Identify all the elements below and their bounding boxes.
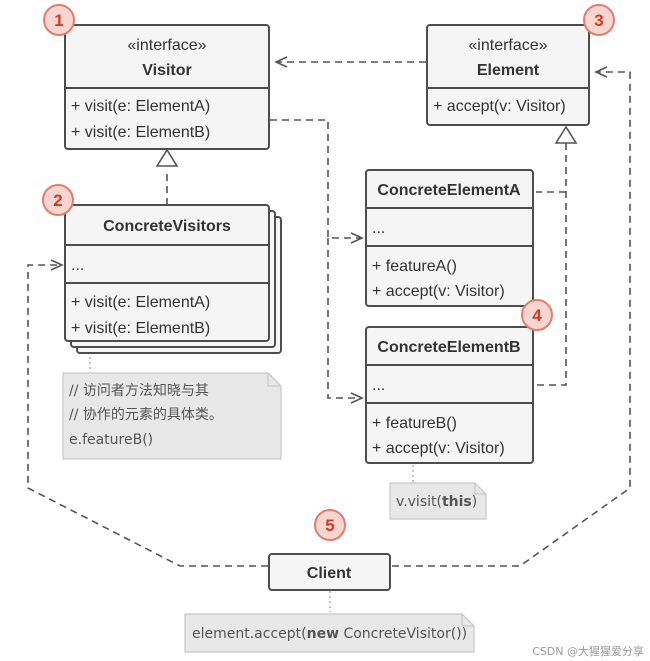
- badge-2-label: 2: [53, 191, 62, 210]
- visitor-realization-triangle: [155, 148, 179, 167]
- element-b-note-suffix: ): [472, 494, 477, 510]
- client-to-element-arrow: [392, 66, 631, 567]
- concrete-visitors-method-1: + visit(e: ElementA): [71, 294, 210, 311]
- badge-3: 3: [583, 4, 615, 36]
- concrete-visitors-name: ConcreteVisitors: [103, 218, 231, 235]
- visitor-to-element-a-arrow: [270, 119, 364, 244]
- badge-3-label: 3: [594, 11, 603, 30]
- element-b-note-prefix: v.visit(: [396, 494, 442, 510]
- client-box: Client: [268, 553, 391, 591]
- client-note: element.accept(new ConcreteVisitor()): [184, 613, 475, 653]
- concrete-element-b-fields: ...: [372, 377, 385, 394]
- concrete-element-a-name: ConcreteElementA: [377, 182, 521, 199]
- client-to-visitors-arrow: [27, 259, 268, 567]
- badge-1-label: 1: [54, 11, 63, 30]
- concrete-element-b-box: ConcreteElementB ... + featureB() + acce…: [365, 326, 534, 464]
- visitor-note-line-1: // 访问者方法知晓与其: [69, 382, 209, 399]
- concrete-element-a-method-2: + accept(v: Visitor): [372, 283, 505, 300]
- visitor-method-2: + visit(e: ElementB): [71, 124, 210, 141]
- concrete-element-a-fields: ...: [372, 220, 385, 237]
- connectors: [27, 56, 631, 567]
- concrete-element-b-method-1: + featureB(): [372, 415, 457, 432]
- concrete-visitors-box: ConcreteVisitors ... + visit(e: ElementA…: [64, 204, 282, 354]
- visitor-note-line-2: // 协作的元素的具体类。: [69, 407, 223, 423]
- badge-2: 2: [42, 184, 74, 216]
- badge-4-label: 4: [532, 306, 542, 325]
- element-b-note: v.visit(this): [389, 482, 487, 520]
- badge-5: 5: [314, 509, 346, 541]
- element-method-1: + accept(v: Visitor): [433, 98, 566, 115]
- element-realization-triangle: [554, 125, 578, 144]
- visitor-method-1: + visit(e: ElementA): [71, 98, 210, 115]
- badge-1: 1: [43, 4, 75, 36]
- client-note-text: element.accept(new ConcreteVisitor()): [192, 626, 467, 642]
- element-b-note-text: v.visit(this): [396, 494, 477, 510]
- badge-4: 4: [521, 299, 553, 331]
- client-name: Client: [307, 565, 352, 582]
- element-b-note-bold: this: [442, 494, 472, 510]
- client-note-prefix: element.accept(: [192, 626, 307, 642]
- concrete-element-b-method-2: + accept(v: Visitor): [372, 440, 505, 457]
- concrete-visitors-fields: ...: [71, 257, 84, 274]
- visitor-stereotype: «interface»: [127, 37, 206, 54]
- visitor-name: Visitor: [142, 62, 192, 79]
- element-realization-line: [536, 143, 567, 386]
- visitor-note: // 访问者方法知晓与其 // 协作的元素的具体类。 e.featureB(): [62, 372, 282, 460]
- visitor-to-element-b-arrow: [327, 238, 364, 404]
- visitor-note-line-3: e.featureB(): [69, 432, 153, 448]
- watermark: CSDN @大猩猩爱分享: [532, 644, 644, 658]
- client-note-suffix: ConcreteVisitor()): [339, 626, 467, 642]
- client-note-bold: new: [307, 626, 339, 642]
- concrete-element-b-name: ConcreteElementB: [377, 339, 520, 356]
- element-interface-box: «interface» Element + accept(v: Visitor): [426, 24, 590, 126]
- concrete-element-a-box: ConcreteElementA ... + featureA() + acce…: [365, 169, 534, 307]
- concrete-element-a-method-1: + featureA(): [372, 258, 457, 275]
- element-name: Element: [477, 62, 540, 79]
- badge-5-label: 5: [325, 516, 334, 535]
- concrete-visitors-method-2: + visit(e: ElementB): [71, 320, 210, 337]
- visitor-interface-box: «interface» Visitor + visit(e: ElementA)…: [64, 24, 270, 150]
- element-stereotype: «interface»: [468, 37, 547, 54]
